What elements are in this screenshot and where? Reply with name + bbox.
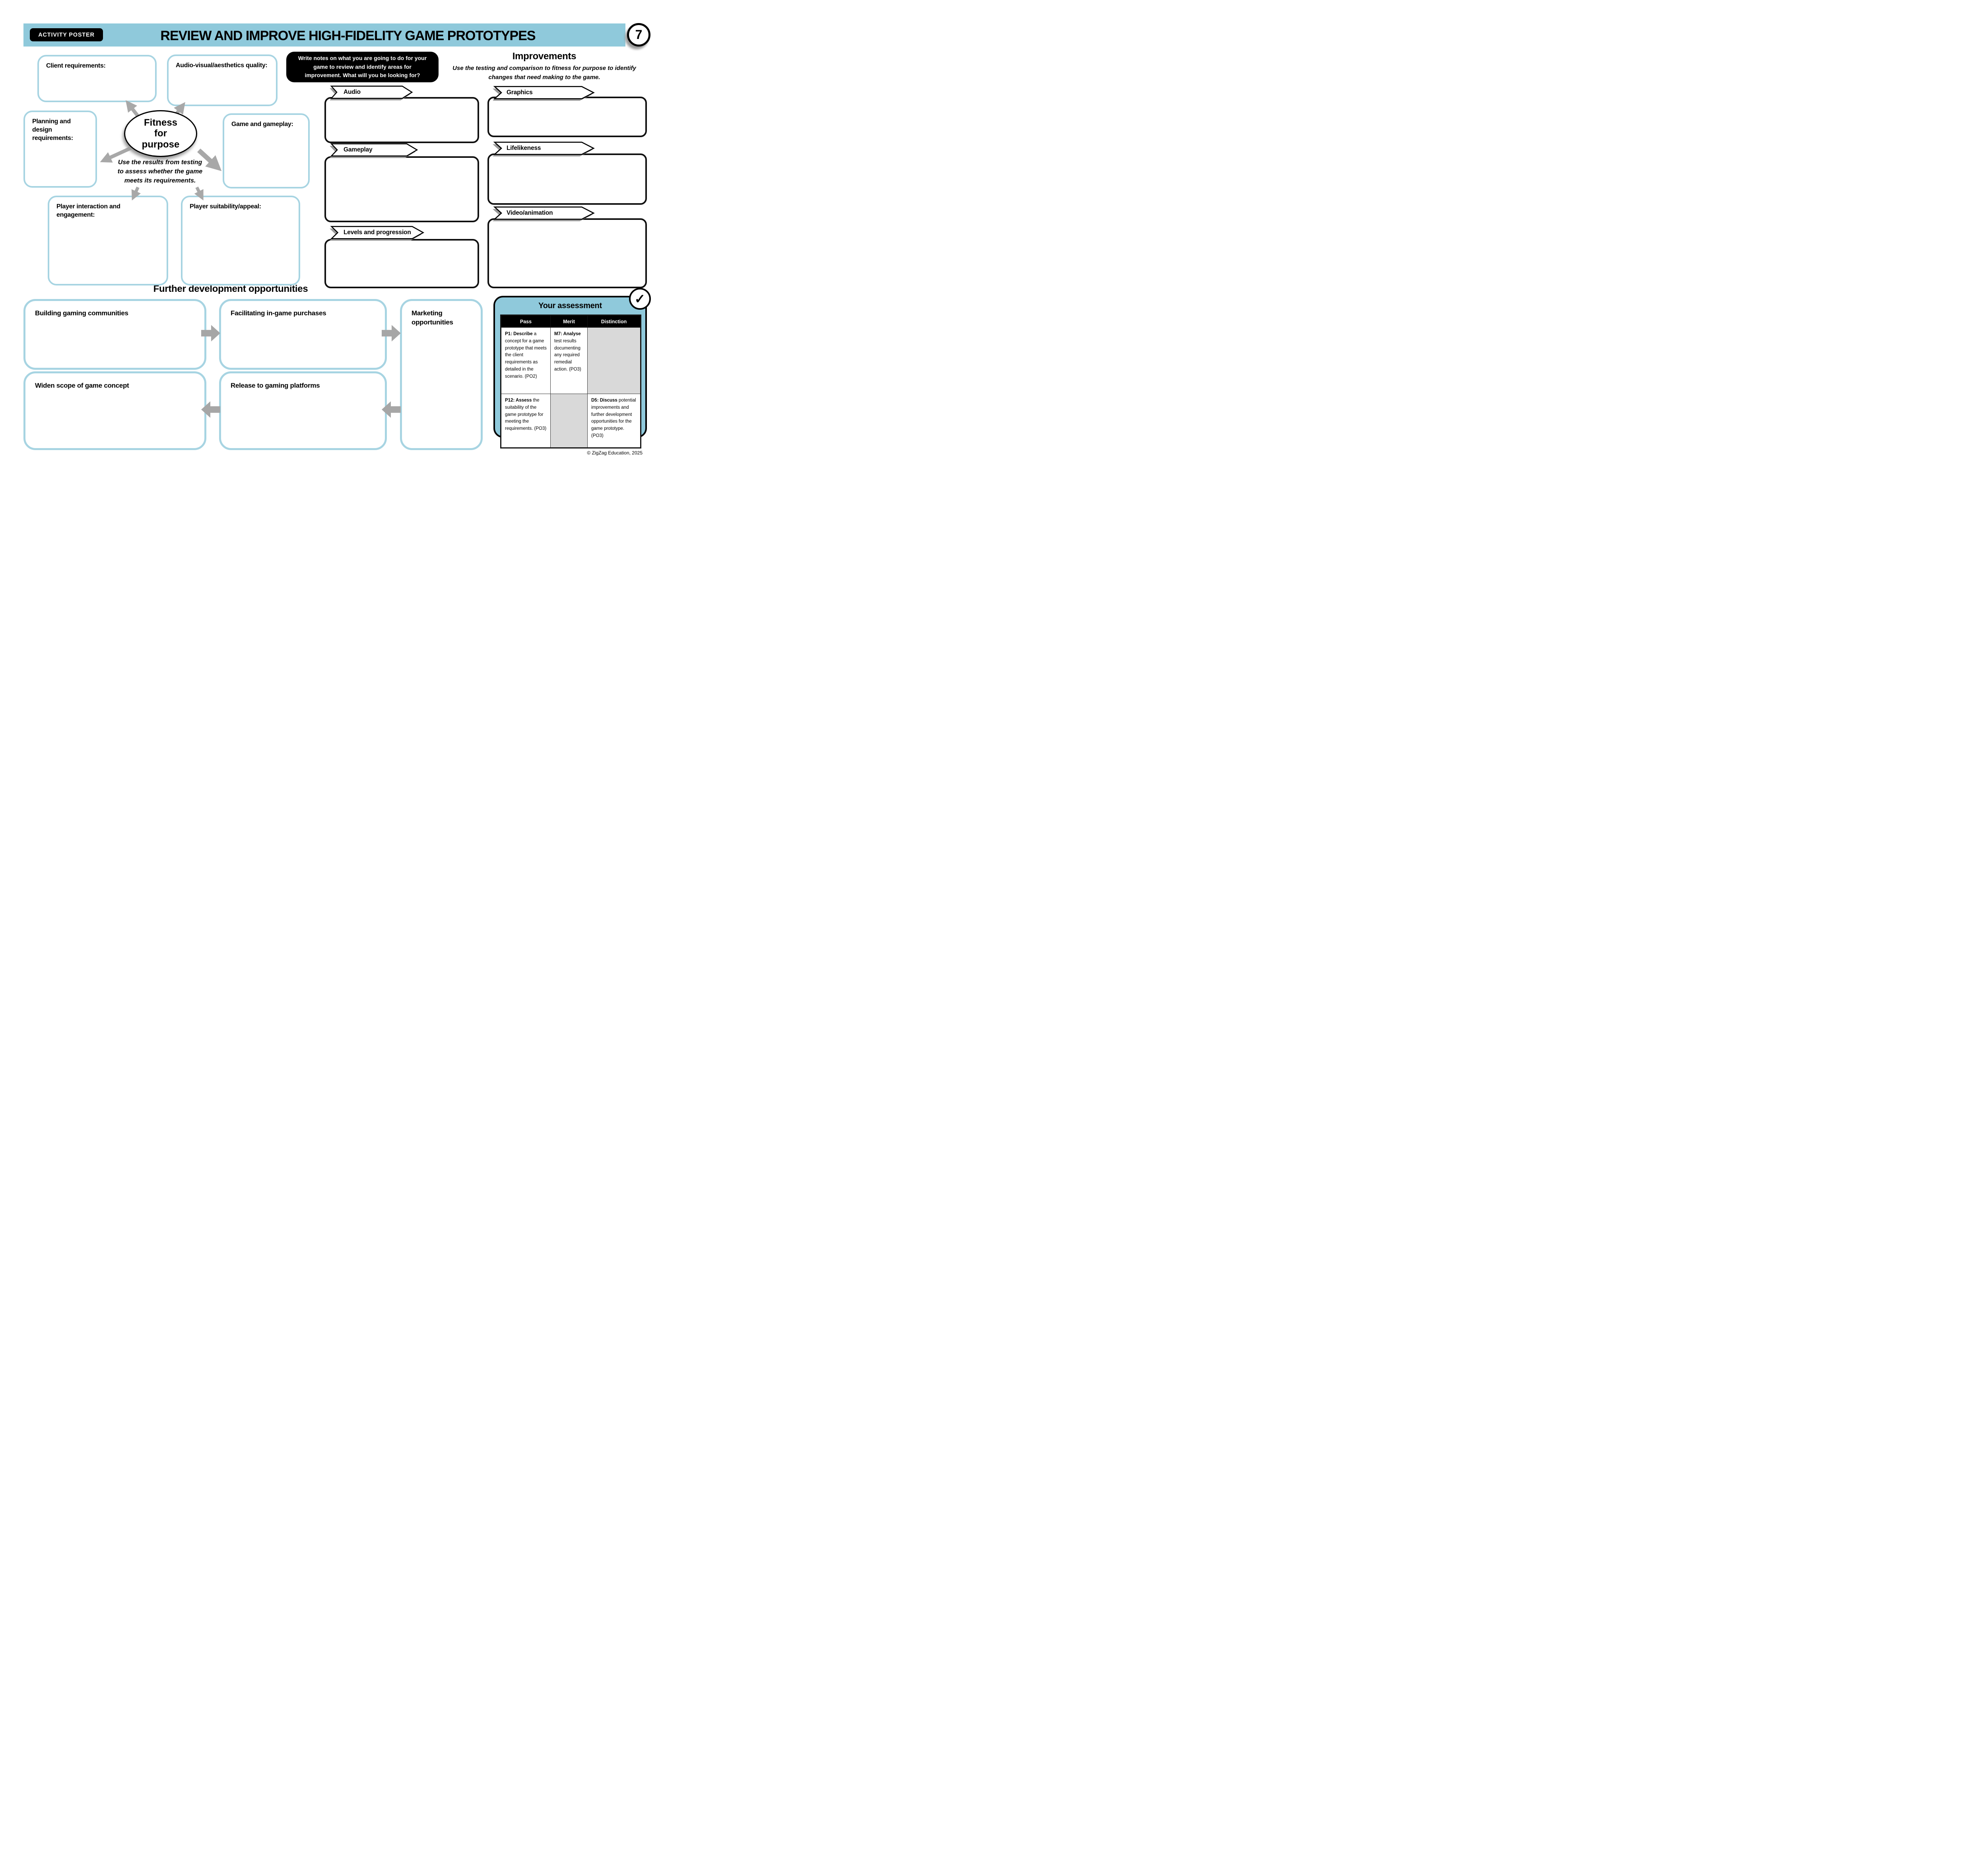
cell-m7: M7: Analyse test results documenting any… [550,327,588,394]
gameplay-banner-label: Gameplay [344,146,373,153]
graphics-banner: Graphics [493,86,596,101]
planning-design-box: Planning and design requirements: [23,111,97,188]
badge-label: ACTIVITY POSTER [38,31,95,38]
fitness-for-purpose-label: Fitness for purpose [142,117,180,150]
cell-m7-lead: M7: Analyse [554,332,581,336]
assessment-table: Pass Merit Distinction P1: Describe a co… [500,315,641,448]
improvements-title: Improvements [512,51,577,62]
video-animation-banner: Video/animation [493,206,596,221]
banner-shape [330,85,413,101]
widen-scope-label: Widen scope of game concept [35,382,129,389]
lifelikeness-banner-label: Lifelikeness [507,145,541,151]
audio-banner: Audio [330,85,414,101]
notes-instruction-text: Write notes on what you are going to do … [298,54,427,79]
building-communities-box: Building gaming communities [23,299,206,370]
lifelikeness-notes-box [487,153,647,205]
gameplay-banner: Gameplay [330,143,419,158]
graphics-notes-box [487,97,647,137]
improvements-subtitle: Use the testing and comparison to fitnes… [452,65,636,81]
release-platforms-label: Release to gaming platforms [231,382,320,389]
game-gameplay-box: Game and gameplay: [223,113,310,188]
planning-design-label: Planning and design requirements: [32,118,73,142]
player-interaction-box: Player interaction and engagement: [48,196,168,285]
assessment-row-2: P12: Assess the suitability of the game … [501,394,641,448]
cell-p1-rest: a concept for a game prototype that meet… [505,332,547,379]
levels-progression-notes-box [324,239,479,288]
copyright-text: © ZigZag Education, 2025 [587,450,643,456]
improvements-header: Improvements Use the testing and compari… [448,51,640,82]
checkmark-icon: ✓ [634,291,646,306]
player-suitability-box: Player suitability/appeal: [181,196,300,285]
page-title: REVIEW AND IMPROVE HIGH-FIDELITY GAME PR… [160,28,536,43]
column-merit: Merit [550,315,588,328]
assessment-title: Your assessment [538,301,602,310]
cell-d5-rest: potential improvements and further devel… [591,398,636,439]
header-band [23,23,625,47]
assessment-row-1: P1: Describe a concept for a game protot… [501,327,641,394]
in-game-purchases-box: Facilitating in-game purchases [219,299,387,370]
assessment-header-row: Pass Merit Distinction [501,315,641,328]
building-communities-label: Building gaming communities [35,309,128,317]
checkmark-circle: ✓ [629,288,651,310]
cell-p1: P1: Describe a concept for a game protot… [501,327,551,394]
page-number: 7 [635,27,643,42]
widen-scope-box: Widen scope of game concept [23,371,206,450]
banner-shape [493,142,595,157]
page-number-circle: 7 [627,23,650,47]
levels-progression-banner: Levels and progression [330,226,425,241]
activity-poster-page: ACTIVITY POSTER REVIEW AND IMPROVE HIGH-… [0,0,658,465]
player-interaction-label: Player interaction and engagement: [56,203,120,218]
fitness-caption: Use the results from testing to assess w… [117,159,203,184]
release-platforms-box: Release to gaming platforms [219,371,387,450]
cell-p1-lead: P1: Describe [505,332,533,336]
in-game-purchases-label: Facilitating in-game purchases [231,309,326,317]
assessment-panel: Your assessment Pass Merit Distinction P… [493,296,647,448]
audio-visual-quality-label: Audio-visual/aesthetics quality: [176,62,268,69]
column-pass: Pass [501,315,551,328]
audio-banner-label: Audio [344,89,361,95]
gameplay-notes-box [324,156,479,222]
audio-visual-quality-box: Audio-visual/aesthetics quality: [167,54,278,106]
marketing-opportunities-label: Marketing opportunities [412,309,453,326]
client-requirements-label: Client requirements: [46,62,106,69]
lifelikeness-banner: Lifelikeness [493,142,596,157]
banner-shape [493,86,595,101]
notes-instruction-box: Write notes on what you are going to do … [286,52,439,82]
client-requirements-box: Client requirements: [37,55,157,102]
audio-notes-box [324,97,479,143]
banner-shape [330,143,418,158]
marketing-opportunities-box: Marketing opportunities [400,299,483,450]
cell-m7-rest: test results documenting any required re… [554,338,581,372]
cell-p12-rest: the suitability of the game prototype fo… [505,398,547,431]
banner-shape [493,206,595,221]
cell-p12: P12: Assess the suitability of the game … [501,394,551,448]
video-animation-notes-box [487,218,647,288]
graphics-banner-label: Graphics [507,89,533,96]
fitness-for-purpose-ellipse: Fitness for purpose [124,110,197,157]
column-distinction: Distinction [587,315,641,328]
cell-empty-distinction [587,327,641,394]
cell-d5-lead: D5: Discuss [591,398,617,403]
cell-empty-merit [550,394,588,448]
cell-p12-lead: P12: Assess [505,398,532,403]
levels-progression-banner-label: Levels and progression [344,229,411,236]
banner-shape [330,226,425,241]
activity-poster-badge: ACTIVITY POSTER [30,28,103,41]
cell-d5: D5: Discuss potential improvements and f… [587,394,641,448]
player-suitability-label: Player suitability/appeal: [190,203,261,210]
video-animation-banner-label: Video/animation [507,210,553,216]
game-gameplay-label: Game and gameplay: [231,121,293,128]
